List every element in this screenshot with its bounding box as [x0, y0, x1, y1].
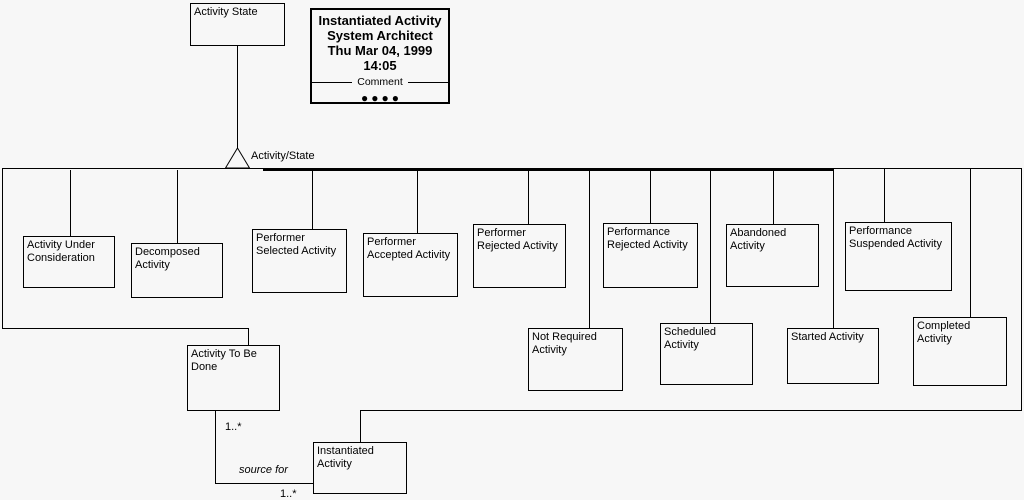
comment-label: Comment: [357, 76, 403, 88]
connector-to-be-done-vertical: [2, 168, 3, 328]
title-block-tool-name: System Architect: [327, 28, 433, 43]
class-box-performer-rejected-activity[interactable]: Performer Rejected Activity: [473, 224, 566, 288]
connector-decomposed: [177, 170, 178, 243]
connector-performer-accepted: [417, 170, 418, 233]
connector-instantiated-vertical: [1021, 168, 1022, 411]
comment-divider-line: [407, 81, 449, 83]
class-label: Instantiated Activity: [317, 445, 374, 470]
title-block-diagram-name: Instantiated Activity: [318, 13, 442, 28]
class-box-performer-selected-activity[interactable]: Performer Selected Activity: [252, 229, 347, 293]
connector-completed: [970, 168, 971, 317]
class-label: Performance Suspended Activity: [849, 225, 942, 250]
title-block-time: 14:05: [363, 58, 397, 73]
connector-to-be-done-horizontal: [2, 328, 249, 329]
class-box-activity-to-be-done[interactable]: Activity To Be Done: [187, 345, 280, 411]
connector-performance-rejected: [650, 170, 651, 223]
connector-performance-suspended: [884, 168, 885, 222]
connector-to-be-done-drop: [248, 328, 249, 345]
class-label: Activity Under Consideration: [27, 239, 95, 264]
class-box-started-activity[interactable]: Started Activity: [787, 328, 879, 384]
comment-divider-line: [312, 81, 353, 83]
class-box-performance-suspended-activity[interactable]: Performance Suspended Activity: [845, 222, 952, 291]
association-multiplicity-source: 1..*: [225, 421, 242, 433]
generalization-label: Activity/State: [251, 150, 315, 162]
comment-divider: Comment: [312, 76, 449, 88]
connector-scheduled: [710, 170, 711, 323]
title-block-dots-icon: ●●●●: [361, 91, 402, 105]
generalization-triangle-icon: [225, 147, 251, 169]
class-label: Activity State: [194, 6, 258, 18]
class-label: Activity To Be Done: [191, 348, 257, 373]
class-box-activity-under-consideration[interactable]: Activity Under Consideration: [23, 236, 115, 288]
class-box-scheduled-activity[interactable]: Scheduled Activity: [660, 323, 753, 385]
class-label: Performer Rejected Activity: [477, 227, 558, 252]
connector-instantiated-drop: [360, 410, 361, 442]
class-label: Completed Activity: [917, 320, 971, 345]
class-label: Performer Selected Activity: [256, 232, 337, 257]
connector-started: [833, 171, 834, 328]
class-box-activity-state[interactable]: Activity State: [190, 3, 285, 46]
class-box-instantiated-activity[interactable]: Instantiated Activity: [313, 442, 407, 494]
generalization-bus-line-bold: [263, 168, 834, 171]
class-label: Not Required Activity: [532, 331, 597, 356]
diagram-title-block[interactable]: Instantiated Activity System Architect T…: [310, 8, 450, 105]
class-label: Started Activity: [791, 331, 864, 343]
connector-abandoned: [773, 170, 774, 225]
class-label: Abandoned Activity: [730, 227, 787, 252]
class-box-not-required-activity[interactable]: Not Required Activity: [528, 328, 623, 391]
class-box-performance-rejected-activity[interactable]: Performance Rejected Activity: [603, 223, 698, 288]
connector-root-to-triangle: [237, 46, 238, 148]
class-box-abandoned-activity[interactable]: Abandoned Activity: [726, 224, 819, 287]
connector-performer-rejected: [528, 170, 529, 224]
association-line-vertical: [215, 411, 216, 484]
association-line-horizontal: [215, 483, 313, 484]
class-label: Performer Accepted Activity: [367, 236, 451, 261]
connector-under-consideration: [70, 170, 71, 236]
class-label: Decomposed Activity: [135, 246, 200, 271]
class-box-decomposed-activity[interactable]: Decomposed Activity: [131, 243, 223, 298]
association-name: source for: [239, 464, 288, 476]
connector-performer-selected: [312, 170, 313, 229]
connector-not-required: [589, 170, 590, 328]
title-block-date: Thu Mar 04, 1999: [327, 43, 433, 58]
connector-instantiated-horizontal: [360, 410, 1022, 411]
class-label: Scheduled Activity: [664, 326, 716, 351]
class-box-performer-accepted-activity[interactable]: Performer Accepted Activity: [363, 233, 458, 297]
class-box-completed-activity[interactable]: Completed Activity: [913, 317, 1007, 386]
class-label: Performance Rejected Activity: [607, 226, 688, 251]
association-multiplicity-target: 1..*: [280, 488, 297, 500]
